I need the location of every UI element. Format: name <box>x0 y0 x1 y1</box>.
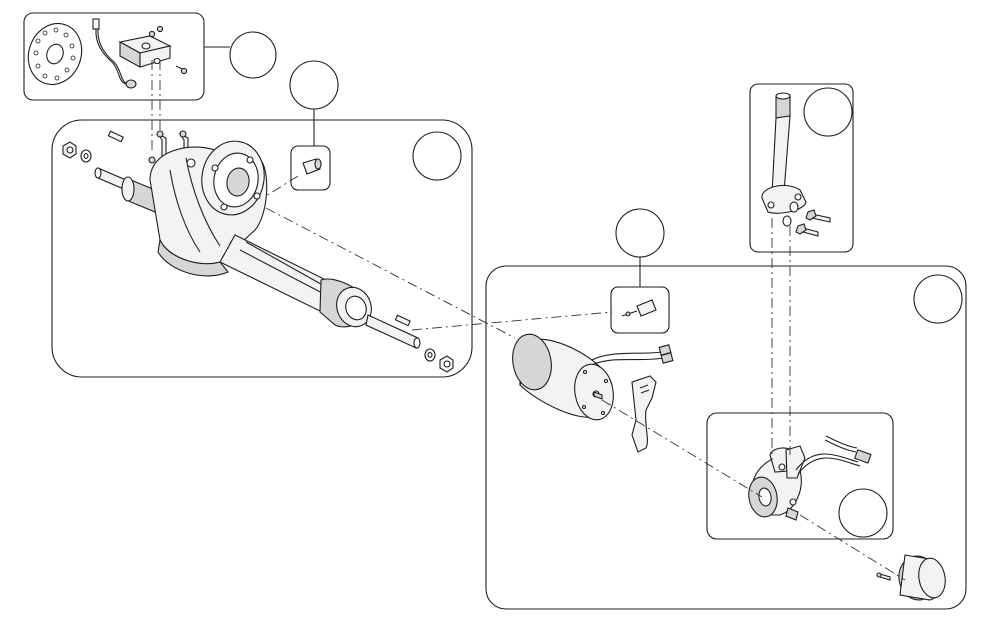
encoder-sensor-frame <box>23 12 205 101</box>
connector-inset <box>610 286 670 334</box>
group-brake <box>748 435 872 521</box>
transaxle-frame <box>51 119 473 378</box>
group-encoder-sensor <box>23 12 205 101</box>
left-axle-shaft <box>94 167 161 215</box>
key-right <box>394 314 411 327</box>
group-tiller-tube <box>749 83 854 253</box>
key-left <box>107 130 124 143</box>
right-nut-washer <box>424 348 454 373</box>
assembly-lines <box>151 60 906 581</box>
tiller-tube-frame <box>749 83 854 253</box>
end-cap <box>876 554 946 601</box>
gearbox-housing <box>149 140 268 277</box>
callout-7 <box>838 488 888 538</box>
fork-bracket <box>631 375 657 453</box>
brake-frame <box>706 412 894 540</box>
motor-leads <box>591 344 674 365</box>
callout-5 <box>615 208 665 258</box>
group-motor-assembly <box>512 286 946 601</box>
sensor-cable <box>92 18 137 89</box>
sensor-bracket <box>118 35 172 68</box>
encoder-disc <box>27 22 83 86</box>
left-nut-washer <box>62 141 92 163</box>
bracket-screws <box>148 25 188 75</box>
group-transaxle <box>62 130 454 373</box>
tiller-bolts <box>782 201 831 237</box>
bushing-inset <box>290 145 331 191</box>
callout-1 <box>229 31 277 79</box>
right-axle-shaft <box>365 314 421 349</box>
callout-4 <box>803 87 853 137</box>
motor-assembly-frame <box>485 265 967 610</box>
drive-motor <box>512 333 614 421</box>
callout-3 <box>412 131 462 181</box>
callout-2 <box>289 60 339 110</box>
axle-tube <box>219 234 372 328</box>
callout-6 <box>913 274 963 324</box>
